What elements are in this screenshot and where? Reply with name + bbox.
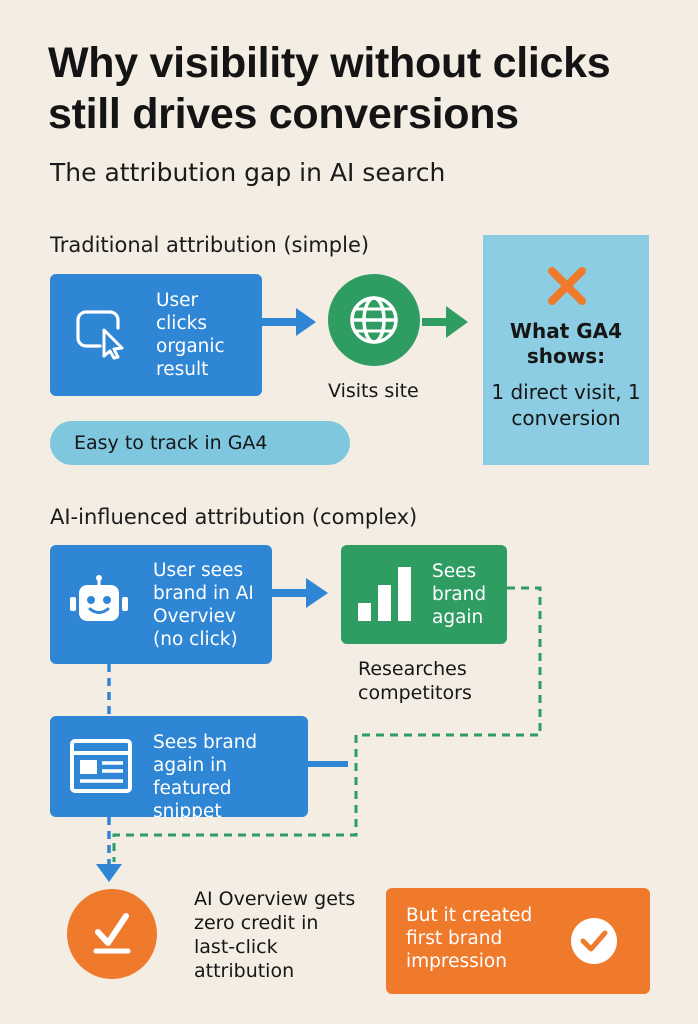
first-impression-card: But it created first brand impression: [386, 888, 650, 994]
robot-icon: [70, 575, 128, 621]
zero-credit-text: AI Overview gets zero credit in last-cli…: [194, 888, 356, 982]
ga4-result: 1 direct visit, 1 conversion: [491, 380, 641, 430]
sees-brand-text: Sees brand again: [432, 561, 487, 628]
x-mark-icon: [548, 267, 586, 305]
page-title: Why visibility without clicks still driv…: [48, 39, 611, 138]
ai-overview-text: User sees brand in AI Overviev (no click…: [153, 560, 254, 650]
arrow-right-3: [272, 578, 328, 608]
ai-heading: AI-influenced attribution (complex): [50, 505, 418, 529]
traditional-click-text: User clicks organic result: [156, 290, 225, 380]
checkmark-icon: [67, 889, 157, 979]
traditional-click-card: User clicks organic result: [50, 274, 262, 396]
check-circle-icon: [571, 918, 617, 964]
featured-snippet-card: Sees brand again in featured snippet: [50, 716, 308, 822]
cursor-click-icon: [76, 310, 124, 360]
globe-icon: [328, 274, 420, 366]
arrow-right-2: [422, 306, 468, 338]
visits-site-label: Visits site: [328, 380, 419, 402]
sees-brand-card: Sees brand again: [341, 545, 507, 644]
down-arrow-head: [96, 864, 122, 882]
green-dashed-connector: [112, 586, 542, 862]
traditional-heading: Traditional attribution (simple): [50, 233, 370, 257]
researches-label: Researches competitors: [358, 658, 472, 704]
bar-chart-icon: [358, 567, 411, 621]
webpage-icon: [70, 739, 132, 793]
snippet-connector-stub: [308, 761, 348, 767]
page-subtitle: The attribution gap in AI search: [50, 158, 446, 187]
easy-track-badge: Easy to track in GA4: [50, 421, 350, 465]
featured-snippet-text: Sees brand again in featured snippet: [153, 732, 258, 822]
ga4-panel: What GA4 shows: 1 direct visit, 1 conver…: [483, 235, 649, 465]
arrow-right-1: [262, 308, 316, 336]
first-impression-text: But it created first brand impression: [406, 905, 533, 972]
ga4-title: What GA4 shows:: [509, 319, 623, 368]
ai-overview-card: User sees brand in AI Overviev (no click…: [50, 545, 272, 664]
